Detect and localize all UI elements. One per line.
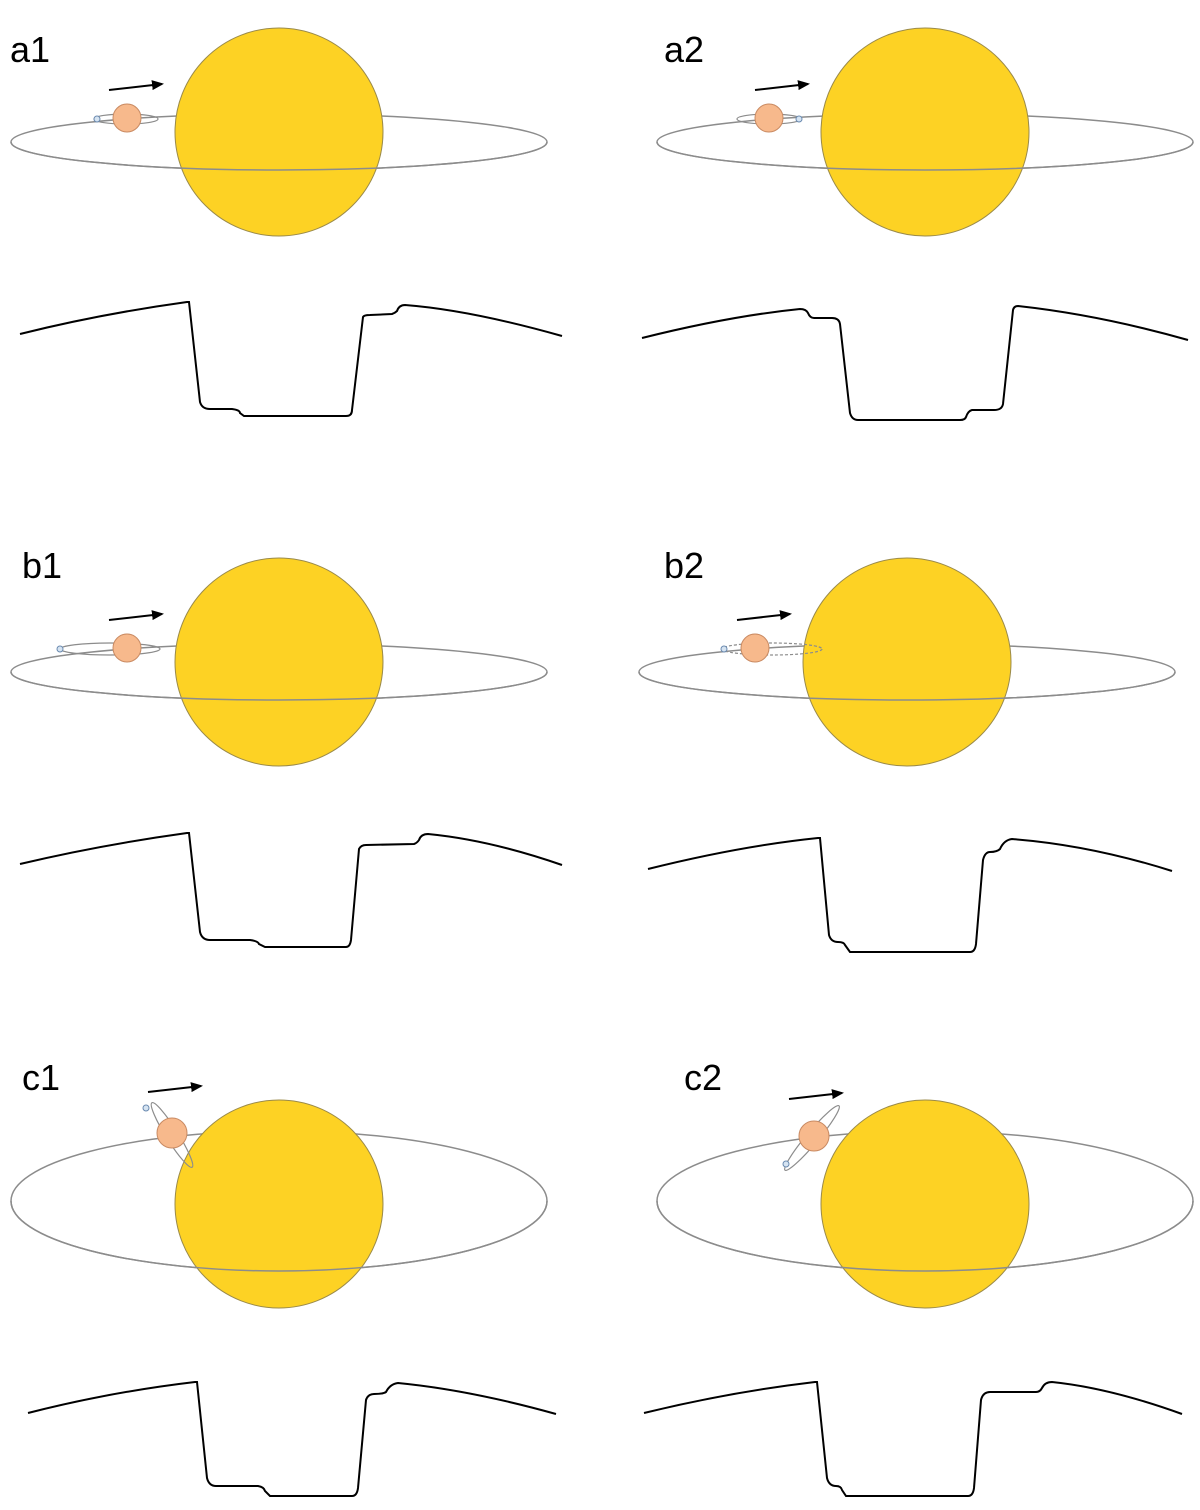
planet-orbit-front [656, 141, 1194, 171]
panel-c1: c1 [10, 1057, 557, 1497]
planet [754, 103, 784, 133]
right-arrow-icon [736, 610, 792, 621]
transit-light-curve [641, 304, 1189, 421]
transit-light-curve [19, 301, 563, 417]
right-arrow-icon [754, 80, 810, 91]
right-arrow-icon [108, 610, 164, 621]
planet [112, 633, 142, 663]
star [174, 1099, 384, 1309]
moon [795, 115, 803, 123]
moon [720, 645, 728, 653]
panel-label-b1: b1 [22, 545, 62, 586]
moon [782, 1160, 790, 1168]
right-arrow-icon [147, 1082, 203, 1093]
planet [740, 633, 770, 663]
right-arrow-icon [108, 80, 164, 91]
planet-orbit-front [638, 671, 1176, 701]
transit-light-curve [643, 1380, 1183, 1497]
right-arrow-icon [788, 1089, 844, 1100]
planet-orbit-front [10, 1200, 548, 1272]
transit-light-curve [27, 1381, 557, 1497]
star [174, 557, 384, 767]
moon [56, 645, 64, 653]
panel-b1: b1 [10, 545, 563, 948]
transit-light-curve [19, 832, 563, 948]
moon-orbit [59, 642, 161, 656]
planet [798, 1120, 830, 1152]
panel-label-a2: a2 [664, 29, 704, 70]
planet [112, 103, 142, 133]
planet-orbit-front [10, 141, 548, 171]
moon [93, 115, 101, 123]
panel-a1: a1 [10, 27, 563, 417]
star [174, 27, 384, 237]
star [820, 27, 1030, 237]
panel-label-a1: a1 [10, 29, 50, 70]
planet [156, 1117, 188, 1149]
moon [142, 1104, 150, 1112]
panel-b2: b2 [638, 545, 1176, 953]
panel-a2: a2 [641, 27, 1194, 421]
planet-orbit-front [656, 1200, 1194, 1272]
panel-c2: c2 [643, 1057, 1194, 1497]
star [820, 1099, 1030, 1309]
panel-label-c2: c2 [684, 1057, 722, 1098]
star [802, 557, 1012, 767]
panel-label-b2: b2 [664, 545, 704, 586]
panel-label-c1: c1 [22, 1057, 60, 1098]
planet-orbit-front [10, 671, 548, 701]
transit-light-curve [647, 837, 1173, 953]
